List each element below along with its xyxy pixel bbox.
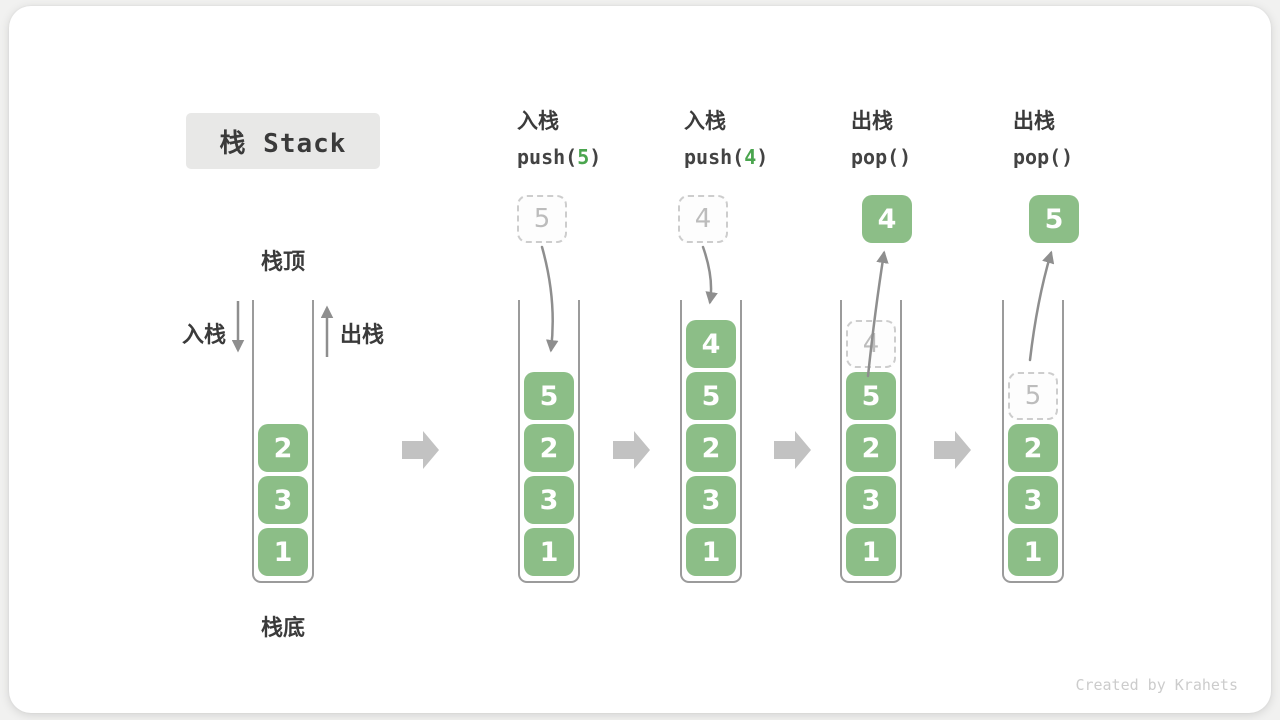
- stack-block: 5: [846, 372, 896, 420]
- stack-block: 1: [1008, 528, 1058, 576]
- code-arg: 5: [577, 145, 590, 169]
- ghost-block: 5: [1008, 372, 1058, 420]
- stack-block: 3: [846, 476, 896, 524]
- code-text: ): [1061, 145, 1074, 169]
- incoming-value-box: 5: [517, 195, 567, 243]
- stack-block: 1: [258, 528, 308, 576]
- pop-direction-label: 出栈: [340, 323, 385, 348]
- op-header-push-5: 入栈 push(5): [517, 106, 677, 172]
- op-code-label: push(4): [684, 142, 844, 172]
- stack-block: 2: [1008, 424, 1058, 472]
- stack-block: 1: [686, 528, 736, 576]
- code-text: pop(: [1013, 145, 1062, 169]
- stack-well-4: 4 5 2 3 1: [840, 300, 902, 583]
- stack-well-1: 2 3 1: [252, 300, 314, 583]
- incoming-value-box: 4: [678, 195, 728, 243]
- code-text: push(: [684, 145, 745, 169]
- code-arg: 4: [744, 145, 757, 169]
- code-text: ): [589, 145, 602, 169]
- title-box: 栈 Stack: [186, 113, 380, 169]
- stack-top-label: 栈顶: [260, 250, 305, 275]
- stack-block: 2: [686, 424, 736, 472]
- code-text: ): [756, 145, 769, 169]
- op-code-label: pop(): [1013, 142, 1173, 172]
- stack-block: 2: [258, 424, 308, 472]
- popped-value-box: 4: [862, 195, 912, 243]
- stack-block: 4: [686, 320, 736, 368]
- op-name-label: 入栈: [684, 109, 726, 133]
- stack-block: 3: [1008, 476, 1058, 524]
- stack-block: 3: [258, 476, 308, 524]
- stack-block: 3: [686, 476, 736, 524]
- stack-well-5: 5 2 3 1: [1002, 300, 1064, 583]
- op-header-pop-2: 出栈 pop(): [1013, 106, 1173, 172]
- stack-block: 1: [846, 528, 896, 576]
- op-header-pop-1: 出栈 pop(): [851, 106, 1011, 172]
- op-name-label: 出栈: [851, 109, 893, 133]
- code-text: ): [899, 145, 912, 169]
- watermark: Created by Krahets: [1075, 676, 1238, 694]
- op-name-label: 入栈: [517, 109, 559, 133]
- ghost-block: 4: [846, 320, 896, 368]
- stack-block: 2: [846, 424, 896, 472]
- stack-bottom-label: 栈底: [260, 616, 305, 641]
- stack-block: 5: [686, 372, 736, 420]
- push-direction-label: 入栈: [181, 323, 226, 348]
- popped-value-box: 5: [1029, 195, 1079, 243]
- stack-well-2: 5 2 3 1: [518, 300, 580, 583]
- stack-block: 1: [524, 528, 574, 576]
- op-header-push-4: 入栈 push(4): [684, 106, 844, 172]
- code-text: push(: [517, 145, 578, 169]
- op-name-label: 出栈: [1013, 109, 1055, 133]
- stack-well-3: 4 5 2 3 1: [680, 300, 742, 583]
- stack-block: 3: [524, 476, 574, 524]
- stack-block: 2: [524, 424, 574, 472]
- stack-block: 5: [524, 372, 574, 420]
- page-title: 栈 Stack: [219, 128, 347, 159]
- op-code-label: pop(): [851, 142, 1011, 172]
- op-code-label: push(5): [517, 142, 677, 172]
- code-text: pop(: [851, 145, 900, 169]
